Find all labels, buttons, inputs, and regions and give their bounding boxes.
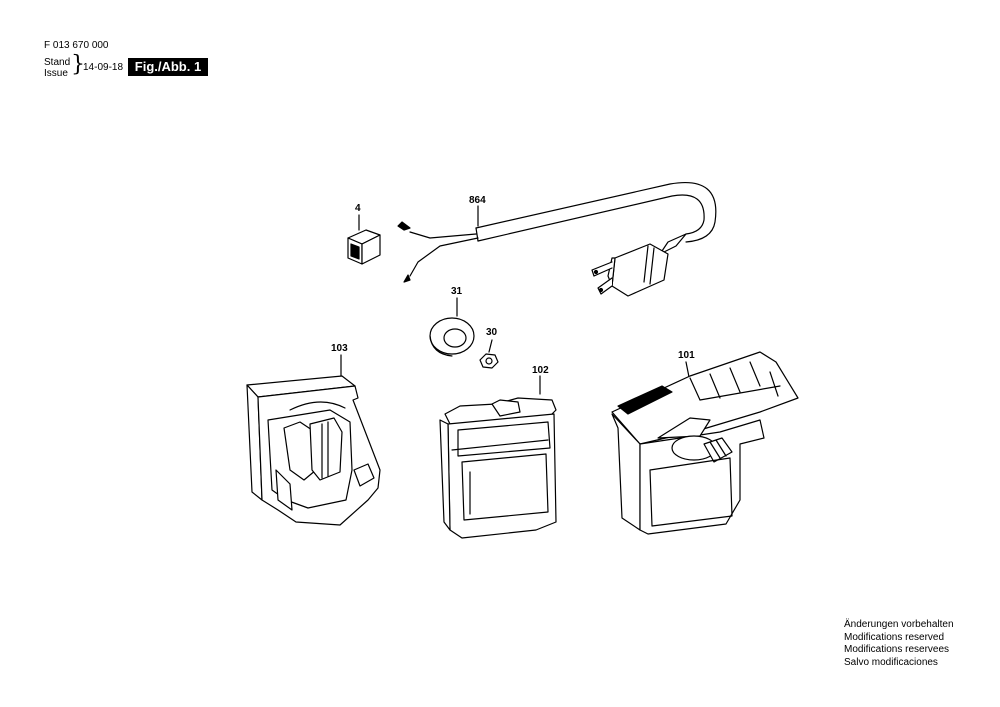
issue-label: Issue (44, 68, 68, 79)
brace-glyph: } (71, 52, 85, 77)
hex-nut-part (479, 339, 499, 369)
callout-cord: 864 (469, 195, 486, 206)
middle-housing-part (439, 375, 557, 539)
modification-notes: Änderungen vorbehalten Modifications res… (844, 619, 954, 669)
rocker-switch-part (347, 214, 381, 265)
stand-issue-labels: Stand Issue (44, 57, 70, 79)
left-housing-part (246, 354, 381, 526)
note-line: Modifications reservees (844, 644, 950, 655)
callout-housing-right: 101 (678, 350, 695, 361)
callout-nut: 30 (486, 327, 498, 338)
part-number: F 013 670 000 (44, 40, 109, 51)
callout-washer: 31 (451, 286, 463, 297)
note-line: Änderungen vorbehalten (844, 619, 954, 630)
stand-label: Stand (44, 57, 71, 68)
right-housing-part (611, 351, 799, 535)
note-line: Modifications reserved (844, 631, 945, 643)
figure-label: Fig./Abb. 1 (128, 58, 208, 76)
grommet-part (429, 297, 475, 357)
note-line: Salvo modificaciones (844, 656, 938, 668)
callout-switch: 4 (355, 203, 361, 214)
callout-housing-left: 103 (331, 343, 348, 354)
callout-housing-middle: 102 (532, 365, 549, 376)
power-cord-part (397, 182, 717, 297)
issue-date: 14-09-18 (83, 62, 124, 73)
